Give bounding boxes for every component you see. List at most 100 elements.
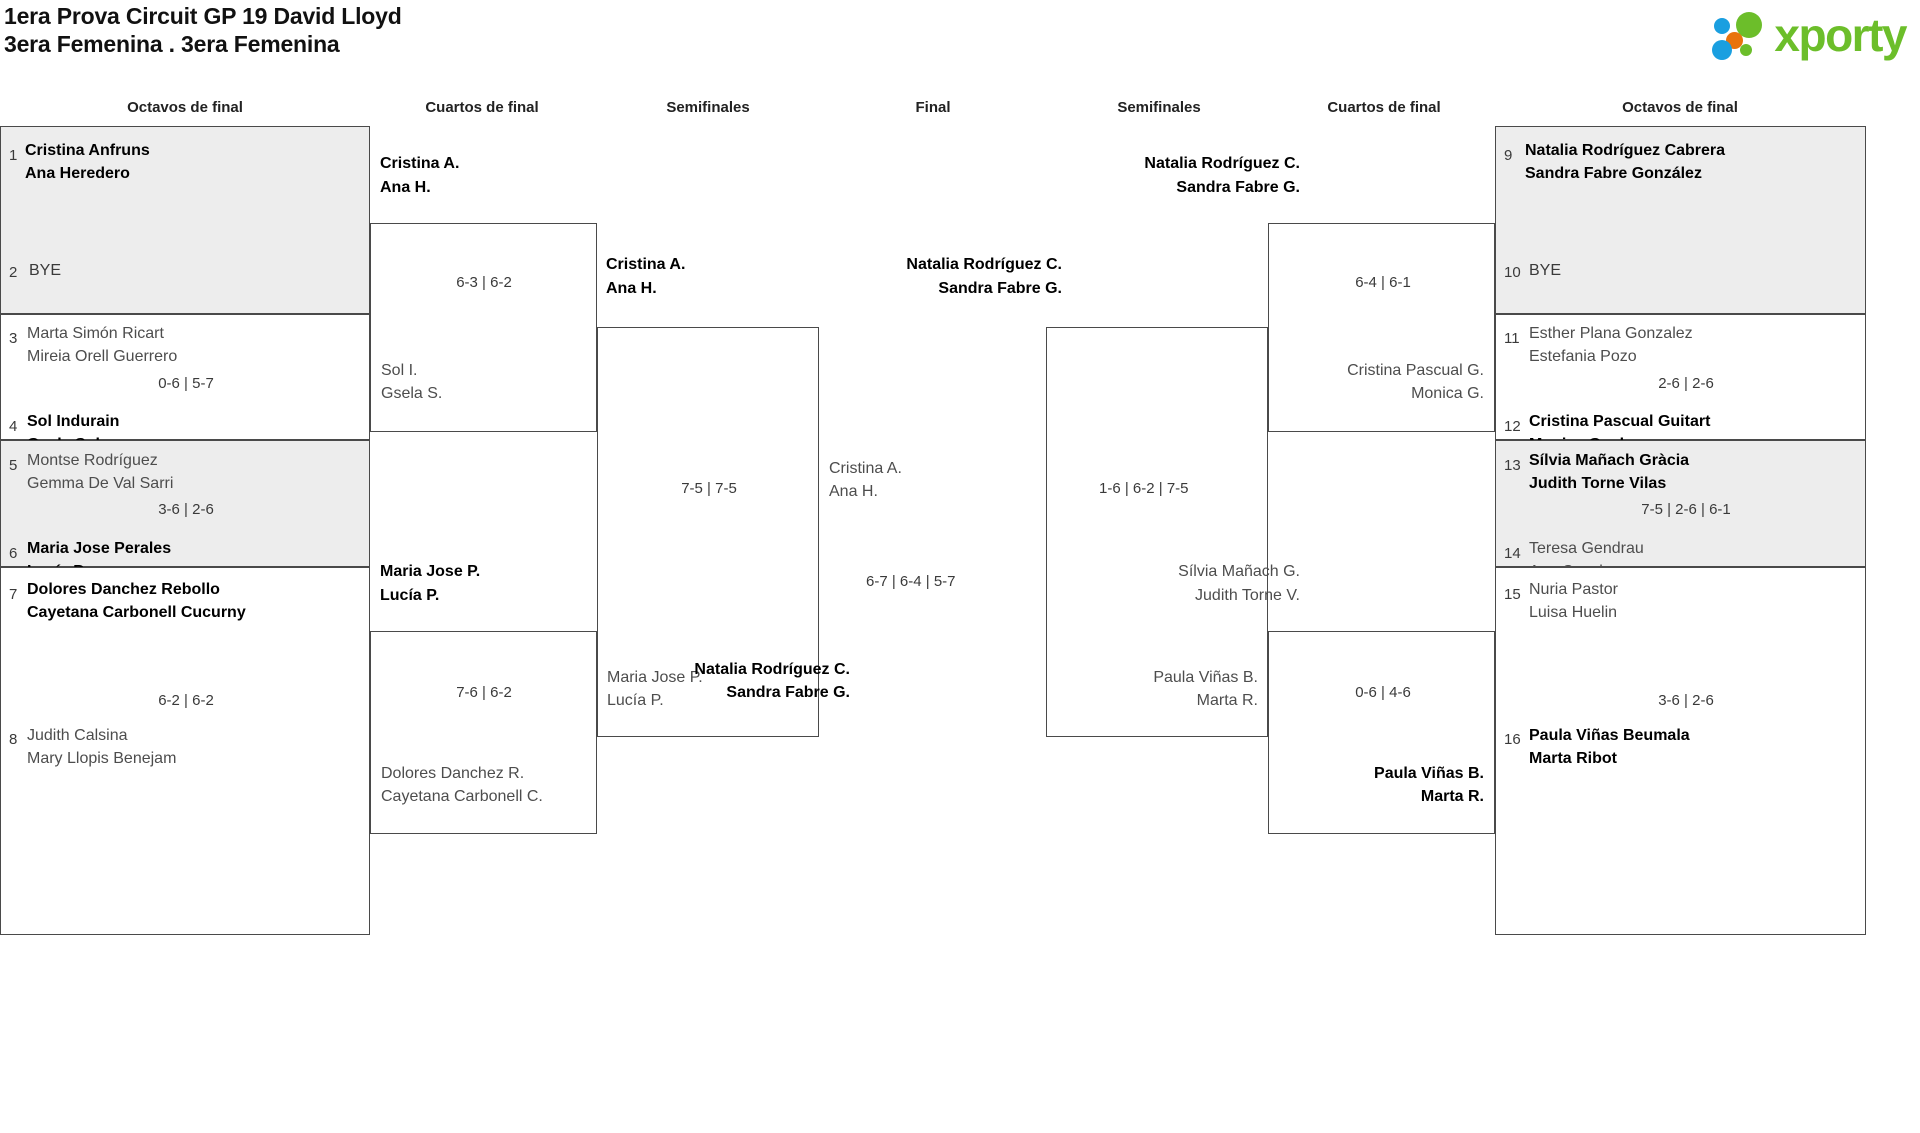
match-box-octavos-1[interactable]: 1 Cristina Anfruns Ana Heredero 2 BYE — [0, 126, 370, 314]
round-header-cuartos-right: Cuartos de final — [1327, 99, 1441, 116]
team-name-line1: Cristina Pascual G. — [1347, 362, 1484, 379]
team-name-line2: Ana Heredero — [25, 165, 130, 182]
team-name-line2: Monica G. — [1411, 385, 1484, 402]
team-name-line1: Dolores Danchez R. — [381, 765, 525, 782]
seed-number: 12 — [1504, 418, 1521, 435]
cuartos-left-2-top-line2: Lucía P. — [380, 587, 440, 604]
seed-number: 1 — [9, 147, 18, 164]
team-name-line1: Montse Rodríguez — [27, 452, 158, 469]
team-name-line2: Judith Torne Vilas — [1529, 475, 1667, 492]
seed-number: 9 — [1504, 147, 1513, 164]
team-name-line2: Sandra Fabre González — [1525, 165, 1702, 182]
match-score: 7-5 | 7-5 — [681, 480, 737, 497]
team-name-line2: Estefania Pozo — [1529, 348, 1637, 365]
match-box-octavos-4[interactable]: 7 Dolores Danchez Rebollo Cayetana Carbo… — [0, 567, 370, 935]
seed-number: 3 — [9, 330, 18, 347]
seed-number: 10 — [1504, 264, 1521, 281]
team-name-line1: Nuria Pastor — [1529, 581, 1618, 598]
match-box-octavos-9[interactable]: 9 Natalia Rodríguez Cabrera Sandra Fabre… — [1495, 126, 1866, 314]
semifinal-right-top-line1: Natalia Rodríguez C. — [906, 256, 1062, 273]
seed-number: 7 — [9, 586, 18, 603]
cuartos-left-1-top-line2: Ana H. — [380, 179, 431, 196]
match-box-semifinal-right[interactable]: 1-6 | 6-2 | 7-5 Paula Viñas B. Marta R. — [1046, 327, 1268, 737]
team-name-line2: Cayetana Carbonell Cucurny — [27, 604, 246, 621]
final-top-line2: Ana H. — [829, 483, 878, 500]
match-score: 0-6 | 4-6 — [1355, 684, 1411, 701]
team-name-line1: Paula Viñas Beumala — [1529, 727, 1690, 744]
team-name-line1: Cristina Pascual Guitart — [1529, 413, 1711, 430]
round-header-final: Final — [915, 99, 951, 116]
team-name-line1: Maria Jose P. — [607, 669, 703, 686]
team-name-line2: Cayetana Carbonell C. — [381, 788, 543, 805]
seed-number: 8 — [9, 731, 18, 748]
semifinal-right-top-line2: Sandra Fabre G. — [938, 280, 1062, 297]
seed-number: 11 — [1504, 330, 1520, 347]
semifinal-left-top-line2: Ana H. — [606, 280, 657, 297]
match-box-octavos-2[interactable]: 3 Marta Simón Ricart Mireia Orell Guerre… — [0, 314, 370, 453]
match-box-cuartos-left-1[interactable]: 6-3 | 6-2 Sol I. Gsela S. — [370, 223, 597, 432]
team-name-line1: Sol Indurain — [27, 413, 120, 430]
match-box-cuartos-left-2[interactable]: 7-6 | 6-2 Dolores Danchez R. Cayetana Ca… — [370, 631, 597, 834]
team-name-line2: Gsela S. — [381, 385, 443, 402]
match-box-cuartos-right-1[interactable]: 6-4 | 6-1 Cristina Pascual G. Monica G. — [1268, 223, 1495, 432]
xporty-logo[interactable]: xporty — [1712, 6, 1907, 64]
match-box-octavos-11[interactable]: 11 Esther Plana Gonzalez Estefania Pozo … — [1495, 314, 1866, 453]
match-box-octavos-13[interactable]: 13 Sílvia Mañach Gràcia Judith Torne Vil… — [1495, 440, 1866, 580]
round-header-semifinal-left: Semifinales — [666, 99, 750, 116]
team-name-line1: Natalia Rodríguez Cabrera — [1525, 142, 1726, 159]
cuartos-left-2-top-line1: Maria Jose P. — [380, 563, 481, 580]
team-name-line1: Esther Plana Gonzalez — [1529, 325, 1693, 342]
team-name-line1: Teresa Gendrau — [1529, 540, 1644, 557]
cuartos-right-2-top-line2: Judith Torne V. — [1195, 587, 1300, 604]
cuartos-left-1-top-line1: Cristina A. — [380, 155, 460, 172]
tournament-category: 3era Femenina . 3era Femenina — [4, 31, 340, 57]
final-score: 6-7 | 6-4 | 5-7 — [866, 573, 956, 590]
team-name-line1: Cristina Anfruns — [25, 142, 150, 159]
team-name-line2: Luisa Huelin — [1529, 604, 1618, 621]
cuartos-right-2-top-line1: Sílvia Mañach G. — [1178, 563, 1300, 580]
team-name-line2: Marta Ribot — [1529, 750, 1617, 767]
team-name-line2: Lucía P. — [607, 692, 664, 709]
match-score: 3-6 | 2-6 — [1658, 692, 1714, 709]
tournament-title: 1era Prova Circuit GP 19 David Lloyd — [4, 3, 402, 29]
cuartos-right-1-top-line1: Natalia Rodríguez C. — [1144, 155, 1300, 172]
match-score: 6-4 | 6-1 — [1355, 274, 1411, 291]
match-score: 2-6 | 2-6 — [1658, 375, 1714, 392]
team-name-line1: Judith Calsina — [27, 727, 128, 744]
round-header-octavos-right: Octavos de final — [1622, 99, 1738, 116]
page-title: 1era Prova Circuit GP 19 David Lloyd 3er… — [4, 2, 402, 58]
match-score: 3-6 | 2-6 — [158, 501, 214, 518]
team-name-line2: Marta R. — [1420, 788, 1484, 805]
round-header-octavos-left: Octavos de final — [127, 99, 243, 116]
team-name-line2: Mireia Orell Guerrero — [27, 348, 178, 365]
match-box-semifinal-left[interactable]: 7-5 | 7-5 Maria Jose P. Lucía P. — [597, 327, 819, 737]
logo-wordmark: xporty — [1774, 9, 1907, 61]
match-box-cuartos-right-2[interactable]: 0-6 | 4-6 Paula Viñas B. Marta R. — [1268, 631, 1495, 834]
match-score: 0-6 | 5-7 — [158, 375, 214, 392]
seed-number: 15 — [1504, 586, 1521, 603]
team-name-line2: Gemma De Val Sarri — [27, 475, 174, 492]
match-box-octavos-15[interactable]: 15 Nuria Pastor Luisa Huelin 3-6 | 2-6 1… — [1495, 567, 1866, 935]
team-name-line1: Dolores Danchez Rebollo — [27, 581, 220, 598]
team-name-line1: Marta Simón Ricart — [27, 325, 164, 342]
match-score: 6-2 | 6-2 — [158, 692, 214, 709]
seed-number: 2 — [9, 264, 18, 281]
seed-number: 6 — [9, 545, 18, 562]
team-name-line1: Maria Jose Perales — [27, 540, 172, 557]
team-name-line2: Mary Llopis Benejam — [27, 750, 177, 767]
final-top-line1: Cristina A. — [829, 460, 902, 477]
match-score: 7-6 | 6-2 — [456, 684, 512, 701]
team-name-line2: Marta R. — [1196, 692, 1258, 709]
logo-dots-icon — [1712, 10, 1768, 60]
seed-number: 5 — [9, 457, 18, 474]
round-header-semifinal-right: Semifinales — [1117, 99, 1201, 116]
team-name-line1: Sílvia Mañach Gràcia — [1529, 452, 1690, 469]
match-box-octavos-3[interactable]: 5 Montse Rodríguez Gemma De Val Sarri 3-… — [0, 440, 370, 580]
seed-number: 16 — [1504, 731, 1521, 748]
match-score: 1-6 | 6-2 | 7-5 — [1099, 480, 1189, 497]
seed-number: 13 — [1504, 457, 1521, 474]
team-name-bye: BYE — [1529, 262, 1562, 279]
round-header-cuartos-left: Cuartos de final — [425, 99, 539, 116]
semifinal-left-top-line1: Cristina A. — [606, 256, 686, 273]
